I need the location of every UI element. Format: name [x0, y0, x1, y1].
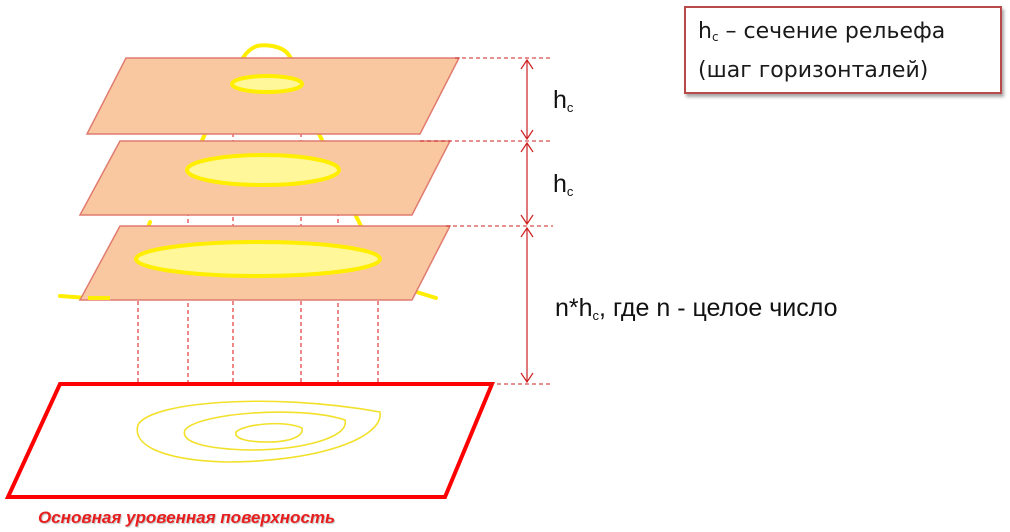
arrow-head — [520, 226, 534, 238]
base-level-surface — [4, 382, 495, 499]
label-n-hc: n*hc, где n - целое число — [555, 294, 838, 323]
legend-line-1: hc – сечение рельефа — [698, 15, 1000, 54]
section-plane-lower — [78, 225, 452, 301]
arrow-head — [520, 372, 534, 384]
plane-surface — [85, 57, 461, 135]
legend-definition: – сечение рельефа — [718, 19, 946, 44]
label-symbol: h — [553, 86, 567, 114]
label-symbol: h — [553, 170, 567, 198]
contour-ellipse — [134, 240, 382, 278]
plan-contour-outer — [136, 400, 381, 463]
dimension-arrows — [520, 58, 534, 384]
dimension-extensions — [420, 57, 553, 385]
label-n-suffix: , где n - целое число — [599, 294, 838, 322]
legend-symbol: h — [698, 19, 712, 44]
base-surface-caption: Основная уровенная поверхность — [38, 508, 336, 527]
label-n-prefix: n*h — [555, 294, 593, 322]
legend-symbol-sub: c — [711, 30, 719, 44]
legend-line-2: (шаг горизонталей) — [698, 58, 929, 83]
label-sub: c — [592, 308, 600, 323]
arrow-head — [520, 214, 534, 226]
plan-contour-inner — [235, 422, 303, 443]
section-plane-top — [85, 57, 461, 135]
plan-contours — [136, 400, 381, 463]
contour-ellipse — [185, 153, 341, 187]
legend-box: hc – сечение рельефа (шаг горизонталей) — [684, 6, 1002, 94]
arrow-head — [520, 129, 534, 141]
label-hc-top: hc — [553, 86, 573, 115]
label-sub: c — [566, 100, 574, 115]
plan-contour-middle — [183, 411, 346, 451]
label-hc-middle: hc — [553, 170, 573, 199]
arrow-head — [520, 58, 534, 70]
label-sub: c — [566, 184, 574, 199]
arrow-head — [520, 141, 534, 153]
contour-ellipse — [230, 74, 304, 94]
section-plane-middle — [78, 140, 452, 216]
